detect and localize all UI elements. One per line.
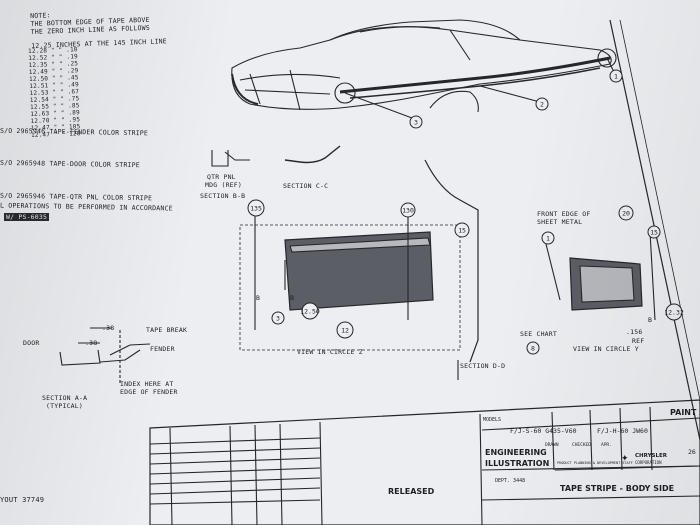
models-1: F/J-S-60 G435-V60 xyxy=(510,427,577,435)
pentastar-icon: ✦ xyxy=(621,454,629,464)
balloon-3: 3 xyxy=(414,119,418,127)
front-edge-label-2: SHEET METAL xyxy=(537,218,583,226)
balloon-1: 1 xyxy=(614,73,618,81)
balloon-12: 12 xyxy=(341,327,349,335)
see-chart-label: SEE CHART xyxy=(520,330,558,338)
product-planning-label: PRODUCT PLANNING & DEVELOPMENT STAFF xyxy=(557,461,633,465)
models-2: F/J-H-60 JW60 xyxy=(597,427,648,435)
chrysler-label: CHRYSLER xyxy=(635,453,668,459)
section-bb-label: SECTION B-B xyxy=(200,192,246,200)
balloon-15b: 15 xyxy=(650,229,658,237)
apr-label: APR. xyxy=(601,443,612,448)
ref-label: REF xyxy=(632,337,645,345)
front-edge-label: FRONT EDGE OF xyxy=(537,210,591,218)
qtr-pnl-label: QTR PNL xyxy=(207,173,236,181)
view-y-label: VIEW IN CIRCLE Y xyxy=(573,345,639,353)
corporation-label: CORPORATION xyxy=(635,460,662,465)
code-label: 26 xyxy=(688,448,696,456)
engineering-label: ENGINEERING xyxy=(485,448,547,457)
drawing-title: TAPE STRIPE - BODY SIDE xyxy=(560,484,675,493)
section-aa-typical: (TYPICAL) xyxy=(46,402,84,410)
balloon-1250: 12.50 xyxy=(300,308,320,316)
index-label: INDEX HERE AT xyxy=(120,380,174,388)
checked-label: CHECKED xyxy=(572,443,591,448)
mdg-ref-label: MDG (REF) xyxy=(205,181,243,189)
section-cc-label: SECTION C-C xyxy=(283,182,329,190)
section-b-marker: B xyxy=(648,316,652,324)
balloon-135: 135 xyxy=(250,205,262,213)
balloon-1b: 1 xyxy=(546,235,550,243)
balloon-3b: 3 xyxy=(276,315,280,323)
section-b-marker: B xyxy=(290,294,294,302)
door-label: DOOR xyxy=(23,339,40,347)
dim-38-top: .38 xyxy=(102,324,115,332)
fender-label: FENDER xyxy=(150,345,175,353)
models-label: MODELS xyxy=(483,417,502,423)
spec-ref: W/ PS-6035 xyxy=(4,213,50,221)
balloon-1232: 12.32 xyxy=(664,309,684,317)
released-stamp: RELEASED xyxy=(388,487,435,496)
section-b-marker: B xyxy=(256,294,260,302)
dim-38-mid: .38 xyxy=(85,339,98,347)
section-dd-label: SECTION D-D xyxy=(460,362,506,370)
balloon-20: 20 xyxy=(622,210,630,218)
balloon-8: 8 xyxy=(531,345,535,353)
balloon-15a: 15 xyxy=(458,227,466,235)
balloon-130: 130 xyxy=(402,207,414,215)
car-body xyxy=(231,19,612,110)
footer-stamp: YOUT 37749 xyxy=(0,496,45,504)
tape-break-label: TAPE BREAK xyxy=(146,326,188,334)
view-z-label: VIEW IN CIRCLE Z xyxy=(297,348,363,356)
dept-label: DEPT. 3448 xyxy=(495,478,526,484)
section-aa-label: SECTION A-A xyxy=(42,394,88,402)
illustration-label: ILLUSTRATION xyxy=(485,459,550,468)
paint-label: PAINT xyxy=(670,408,697,417)
drawn-label: DRAWN xyxy=(545,443,559,448)
dim-156: .156 xyxy=(626,328,643,336)
index-label-2: EDGE OF FENDER xyxy=(120,388,178,396)
balloon-2: 2 xyxy=(540,101,544,109)
